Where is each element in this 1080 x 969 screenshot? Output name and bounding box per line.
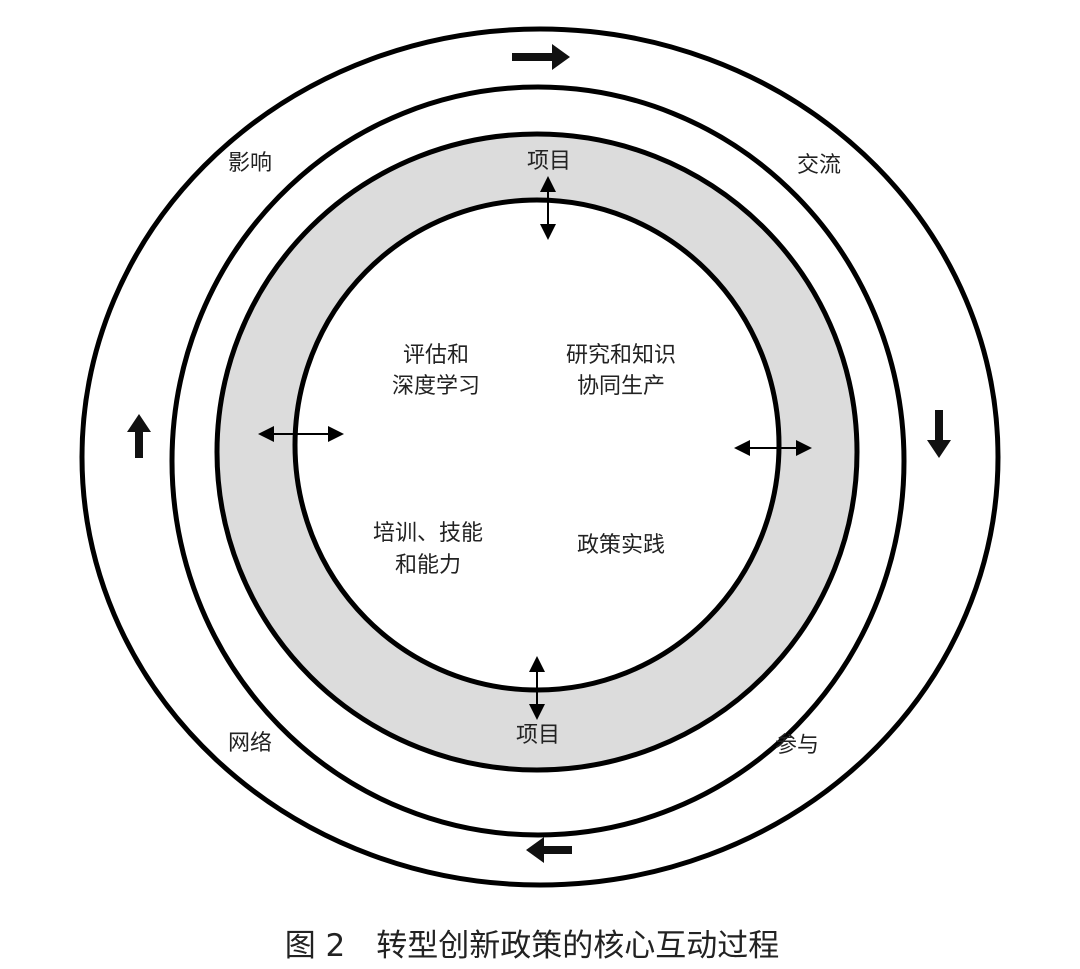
outer-circle — [79, 26, 1001, 888]
label-project-bottom: 项目 — [516, 723, 560, 748]
arrow-right-icon — [512, 44, 570, 70]
quadrant-research-line1: 研究和知识 — [566, 343, 676, 368]
label-influence: 影响 — [228, 151, 272, 176]
quadrant-research-line2: 协同生产 — [577, 374, 665, 399]
label-participation: 参与 — [775, 733, 819, 758]
second-circle — [169, 84, 907, 838]
quadrant-training-line1: 培训、技能 — [373, 521, 483, 546]
arrow-down-icon — [927, 410, 951, 458]
arrow-up-icon — [127, 414, 151, 458]
quadrant-training-line2: 和能力 — [395, 553, 461, 578]
figure-caption: 图 2 转型创新政策的核心互动过程 — [285, 928, 780, 964]
quadrant-evaluation-line2: 深度学习 — [392, 374, 480, 399]
label-communication: 交流 — [797, 153, 841, 178]
quadrant-policy-practice: 政策实践 — [577, 533, 665, 558]
label-project-top: 项目 — [527, 149, 571, 174]
label-network: 网络 — [228, 731, 272, 756]
arrow-left-icon — [526, 837, 572, 863]
inner-circle — [292, 197, 782, 693]
quadrant-evaluation-line1: 评估和 — [403, 343, 469, 368]
